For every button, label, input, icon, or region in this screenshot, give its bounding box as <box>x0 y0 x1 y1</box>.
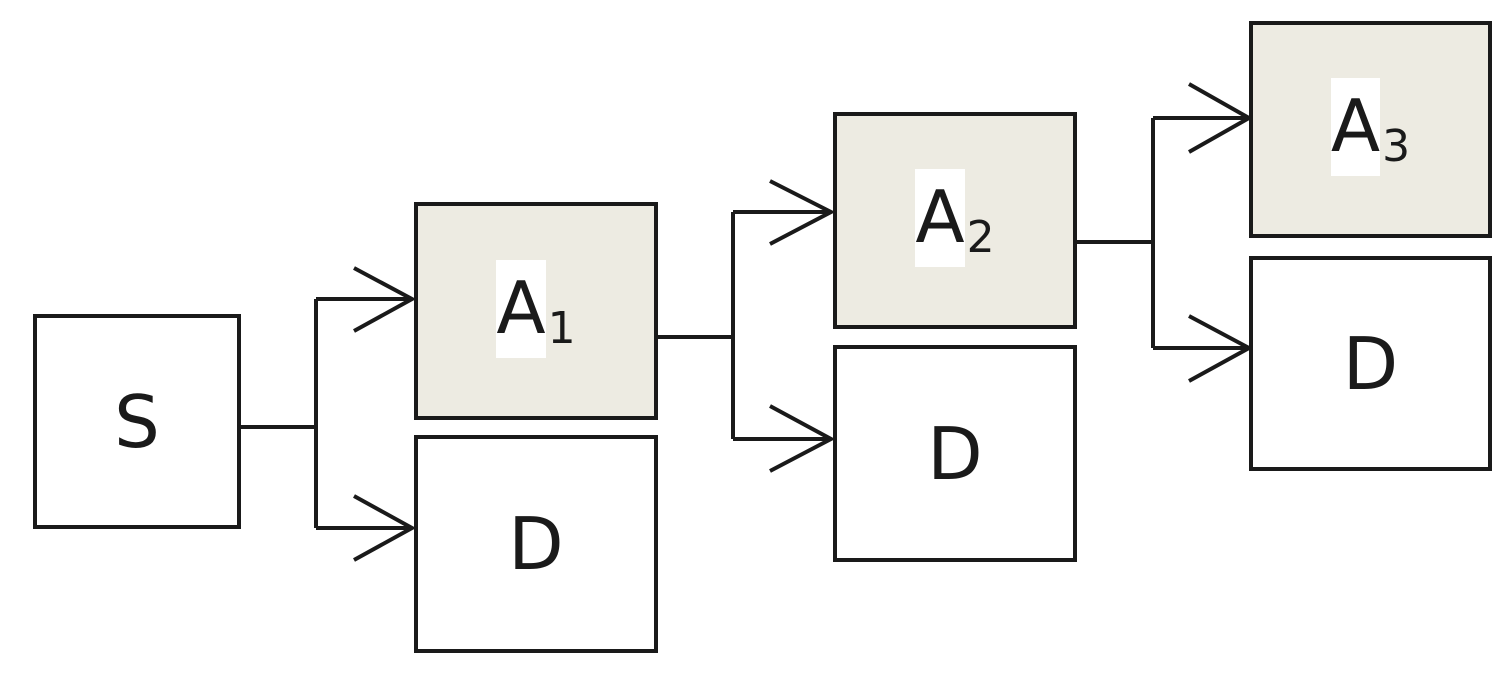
arrowhead-a1-to-a2 <box>769 179 836 246</box>
node-s-label: S <box>114 379 160 464</box>
node-a2-letter: A <box>915 169 965 267</box>
arrowhead-s-to-a1 <box>353 266 417 333</box>
node-a2-label: A2 <box>915 169 995 267</box>
node-a1-label: A1 <box>496 259 576 358</box>
node-d2: D <box>833 345 1077 562</box>
node-d3: D <box>1249 256 1492 471</box>
node-a1: A1 <box>414 202 658 420</box>
node-a3-letter: A <box>1330 78 1381 176</box>
node-a1-letter: A <box>496 259 546 358</box>
node-s: S <box>33 314 241 529</box>
node-d1: D <box>414 435 658 653</box>
node-a2-subscript: 2 <box>966 212 995 263</box>
arrowhead-a1-to-d2 <box>769 404 836 473</box>
node-d2-label: D <box>927 411 983 496</box>
node-a3-subscript: 3 <box>1382 121 1411 172</box>
arrowhead-s-to-d1 <box>353 494 417 562</box>
node-a3: A3 <box>1249 21 1492 238</box>
node-d3-label: D <box>1342 321 1399 406</box>
node-a2: A2 <box>833 112 1077 329</box>
node-a3-label: A3 <box>1330 78 1411 176</box>
node-d1-label: D <box>508 502 564 586</box>
node-a1-subscript: 1 <box>547 302 576 354</box>
